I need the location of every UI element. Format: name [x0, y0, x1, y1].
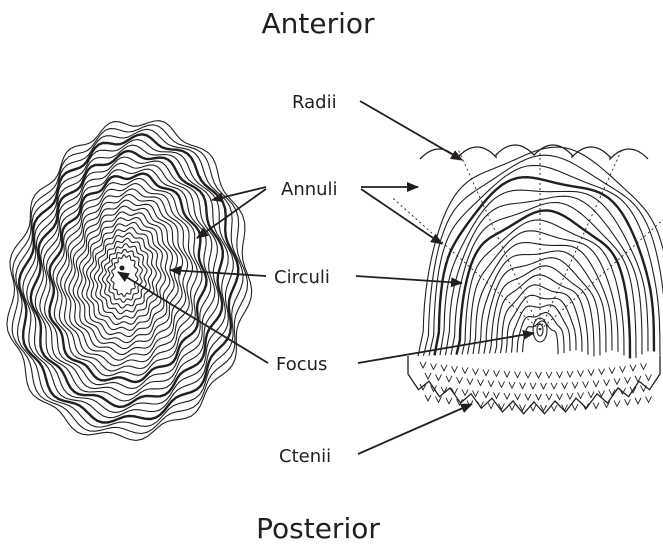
ctenius: [425, 395, 431, 401]
ctenius: [578, 370, 584, 376]
ctenius: [541, 383, 547, 389]
ctenoid-circulus: [517, 313, 564, 354]
cycloid-scale: [7, 121, 252, 441]
ctenoid-scale: [391, 145, 663, 414]
ctenius: [646, 374, 652, 380]
ctenoid-circulus: [468, 231, 619, 354]
ctenius: [515, 372, 521, 378]
ctenius: [557, 394, 563, 400]
ctenius: [530, 405, 536, 411]
ctenius: [593, 403, 599, 409]
ctenius: [509, 404, 515, 410]
ctenius: [462, 389, 468, 395]
ctenii-outline: [408, 356, 660, 414]
ctenius: [614, 400, 620, 406]
ctenius: [420, 362, 426, 368]
ctenoid-ctenii-field: [408, 356, 660, 414]
arrow-annuli-right-inner: [361, 189, 442, 244]
ctenius: [614, 378, 620, 384]
ctenius: [609, 367, 615, 373]
ctenius: [572, 404, 578, 410]
ctenius: [494, 370, 500, 376]
ctenius: [446, 376, 452, 382]
ctenius: [557, 372, 563, 378]
ctenius: [635, 398, 641, 404]
ctenius: [583, 381, 589, 387]
ctenius: [478, 380, 484, 386]
ctenoid-circulus: [440, 190, 648, 355]
ctenoid-circulus: [429, 165, 660, 355]
ctenius: [473, 391, 479, 397]
ctenius: [599, 369, 605, 375]
ctenius: [551, 405, 557, 411]
ctenius: [452, 366, 458, 372]
title-posterior: Posterior: [256, 512, 380, 545]
ctenius: [567, 393, 573, 399]
ctenius: [635, 376, 641, 382]
ctenius: [593, 381, 599, 387]
label-circuli: Circuli: [274, 267, 330, 288]
ctenius: [546, 394, 552, 400]
label-annuli: Annuli: [281, 179, 338, 200]
ctenius: [551, 383, 557, 389]
cycloid-circulus: [35, 157, 219, 401]
arrow-focus-right: [358, 333, 534, 363]
title-anterior: Anterior: [261, 7, 375, 40]
ctenius: [504, 371, 510, 377]
ctenius: [625, 399, 631, 405]
ctenius: [536, 394, 542, 400]
ctenius: [446, 398, 452, 404]
cycloid-circulus: [7, 121, 252, 441]
ctenius: [525, 372, 531, 378]
ctenius: [462, 367, 468, 373]
label-ctenii: Ctenii: [279, 446, 331, 467]
ctenius: [504, 393, 510, 399]
ctenius: [525, 394, 531, 400]
ctenius: [588, 392, 594, 398]
label-focus: Focus: [276, 354, 327, 375]
ctenius: [494, 392, 500, 398]
ctenius: [572, 382, 578, 388]
ctenius: [530, 383, 536, 389]
ctenius: [483, 392, 489, 398]
ctenius: [641, 363, 647, 369]
ctenius: [467, 378, 473, 384]
ctenius: [431, 363, 437, 369]
ctenius: [562, 383, 568, 389]
ctenoid-circulus: [523, 321, 559, 354]
ctenius: [515, 394, 521, 400]
ctenius: [546, 372, 552, 378]
ctenius: [488, 403, 494, 409]
ctenius: [588, 370, 594, 376]
ctenius: [509, 382, 515, 388]
ctenius: [488, 381, 494, 387]
arrow-circuli-right: [356, 276, 462, 283]
ctenius: [520, 383, 526, 389]
arrow-ctenii: [358, 404, 472, 454]
ctenius: [567, 371, 573, 377]
ctenius: [441, 365, 447, 371]
ctenius: [604, 380, 610, 386]
ctenius: [646, 396, 652, 402]
ctenius: [436, 396, 442, 402]
ctenius: [499, 381, 505, 387]
ctenius: [457, 377, 463, 383]
arrow-radii: [360, 101, 462, 160]
ctenius: [625, 377, 631, 383]
ctenius: [578, 392, 584, 398]
ctenoid-circulus: [490, 266, 595, 357]
ctenius: [473, 369, 479, 375]
arrow-annuli-left-outer: [212, 187, 266, 200]
cycloid-focus: [120, 266, 125, 271]
ctenius: [641, 385, 647, 391]
ctenius: [436, 374, 442, 380]
ctenius: [630, 365, 636, 371]
label-radii: Radii: [292, 92, 337, 113]
ctenius: [536, 372, 542, 378]
ctenius: [425, 373, 431, 379]
ctenius: [620, 366, 626, 372]
ctenius: [483, 370, 489, 376]
